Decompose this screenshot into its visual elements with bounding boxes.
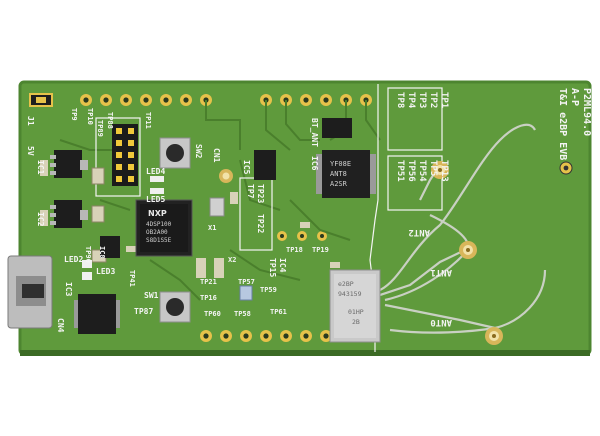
chip-ic5 [254, 150, 276, 180]
silk-sw1: SW1 [144, 291, 159, 300]
silk-ic4: IC4 [278, 258, 287, 273]
mid-holes [277, 231, 327, 241]
silk-j1: J1 [26, 116, 35, 126]
ti-marking-1: YF08E [330, 160, 351, 168]
silk-tp4: TP4 [406, 92, 416, 109]
chip-ic8 [100, 236, 120, 258]
silk-ant2: ANT2 [408, 227, 430, 237]
silk-led5: LED5 [146, 195, 165, 204]
led4 [150, 176, 164, 182]
silk-5v: 5V [26, 146, 35, 156]
nxp-logo-text: NXP [148, 209, 167, 218]
silk-ant1: ANT1 [430, 267, 452, 277]
ufl-connector-4 [219, 169, 233, 183]
silk-tp56: TP56 [406, 160, 416, 182]
silk-tp88: TP88 [106, 112, 114, 129]
silk-model: T&I e2BP EVB [557, 88, 568, 160]
silk-ic2: IC2 [36, 212, 45, 227]
silk-tp59: TP59 [260, 286, 277, 294]
header-holes-top [80, 94, 372, 106]
ufl-connector-2 [459, 241, 477, 259]
silk-ic3: IC3 [64, 282, 73, 297]
silk-led4: LED4 [146, 167, 165, 176]
silk-tp87: TP87 [134, 307, 153, 316]
nxp-mcu-chip [135, 199, 193, 257]
pcb-shadow-strip [20, 350, 590, 356]
silk-pn: P2ML94.0 [581, 88, 592, 136]
chip-small-top [322, 118, 352, 138]
silk-tp13: TP13 [439, 160, 449, 182]
silk-tp61: TP61 [270, 308, 287, 316]
push-button-sw2 [159, 137, 191, 169]
silk-x2: X2 [228, 256, 236, 264]
silk-tp41: TP41 [128, 270, 136, 287]
silk-tp5: TP5 [428, 160, 438, 176]
silk-tp58: TP58 [234, 310, 251, 318]
shield-marking-1: e2BP [338, 280, 354, 288]
silk-tp57: TP57 [238, 278, 255, 286]
silk-bt-ant: BT_ANT [310, 118, 319, 147]
silk-ic6: IC6 [310, 156, 319, 171]
silk-ic8: IC8 [98, 246, 106, 259]
silk-x1: X1 [208, 224, 216, 232]
silk-tp89: TP89 [96, 120, 104, 137]
silkscreen-text: TP8 TP4 TP3 TP2 TP1 TP51 TP56 TP54 TP5 T… [26, 88, 592, 333]
push-button-sw1 [159, 291, 191, 323]
sensor-chip [239, 285, 253, 301]
led2 [82, 272, 92, 280]
shield-marking-4: 2B [352, 318, 360, 326]
silk-tp9: TP9 [70, 108, 78, 121]
silk-tp1: TP1 [439, 92, 449, 108]
silk-tp18: TP18 [286, 246, 303, 254]
silk-tp90: TP90 [84, 246, 92, 263]
silk-tp51: TP51 [395, 160, 405, 182]
silk-cn1: CN1 [212, 148, 221, 163]
silk-tp22: TP22 [256, 214, 265, 233]
crystal-x1 [209, 197, 225, 217]
nxp-marking-3: S8D1S5E [146, 237, 172, 244]
ufl-connector-1 [431, 161, 449, 179]
silk-led3: LED3 [96, 267, 115, 276]
silk-tp60: TP60 [204, 310, 221, 318]
shield-marking-3: 01HP [348, 308, 364, 316]
silk-tp54: TP54 [417, 160, 427, 182]
ti-marking-2: ANT8 [330, 170, 347, 178]
chip-ic3 [74, 294, 120, 334]
nxp-marking-1: 4DSP100 [146, 221, 172, 228]
silk-tp2: TP2 [428, 92, 438, 108]
nxp-marking-2: OB2A00 [146, 229, 168, 236]
regulator-ic1 [50, 150, 88, 178]
silk-led2: LED2 [64, 255, 83, 264]
silk-ic1: IC1 [36, 160, 45, 175]
rf-shield-can [329, 269, 381, 343]
silk-tp3: TP3 [417, 92, 427, 108]
regulator-ic2 [50, 200, 88, 228]
silk-tp11: TP11 [144, 112, 152, 129]
shield-marking-2: 943159 [338, 290, 362, 298]
silk-ic5: IC5 [242, 160, 251, 175]
silk-ant0: ANT0 [430, 317, 452, 327]
ti-marking-3: A2SR [330, 180, 348, 188]
traces [59, 100, 381, 301]
ti-bt-chip [316, 150, 376, 198]
led5 [150, 188, 164, 194]
silk-tp21: TP21 [200, 278, 217, 286]
silk-tp8: TP8 [395, 92, 405, 108]
silk-tp16: TP16 [200, 294, 217, 302]
silk-tp19: TP19 [312, 246, 329, 254]
silk-rev: A-P [569, 88, 580, 106]
silk-tp7: TP7 [246, 184, 255, 199]
silk-sw2: SW2 [194, 144, 203, 159]
led3 [82, 260, 92, 268]
silk-tp15: TP15 [268, 258, 277, 277]
silk-cn4: CN4 [56, 318, 65, 333]
micro-usb-connector [7, 255, 53, 329]
silk-tp23: TP23 [256, 184, 265, 203]
pin-header-2x5 [112, 124, 138, 186]
silk-tp10: TP10 [86, 108, 94, 125]
ufl-connector-3 [485, 327, 503, 345]
